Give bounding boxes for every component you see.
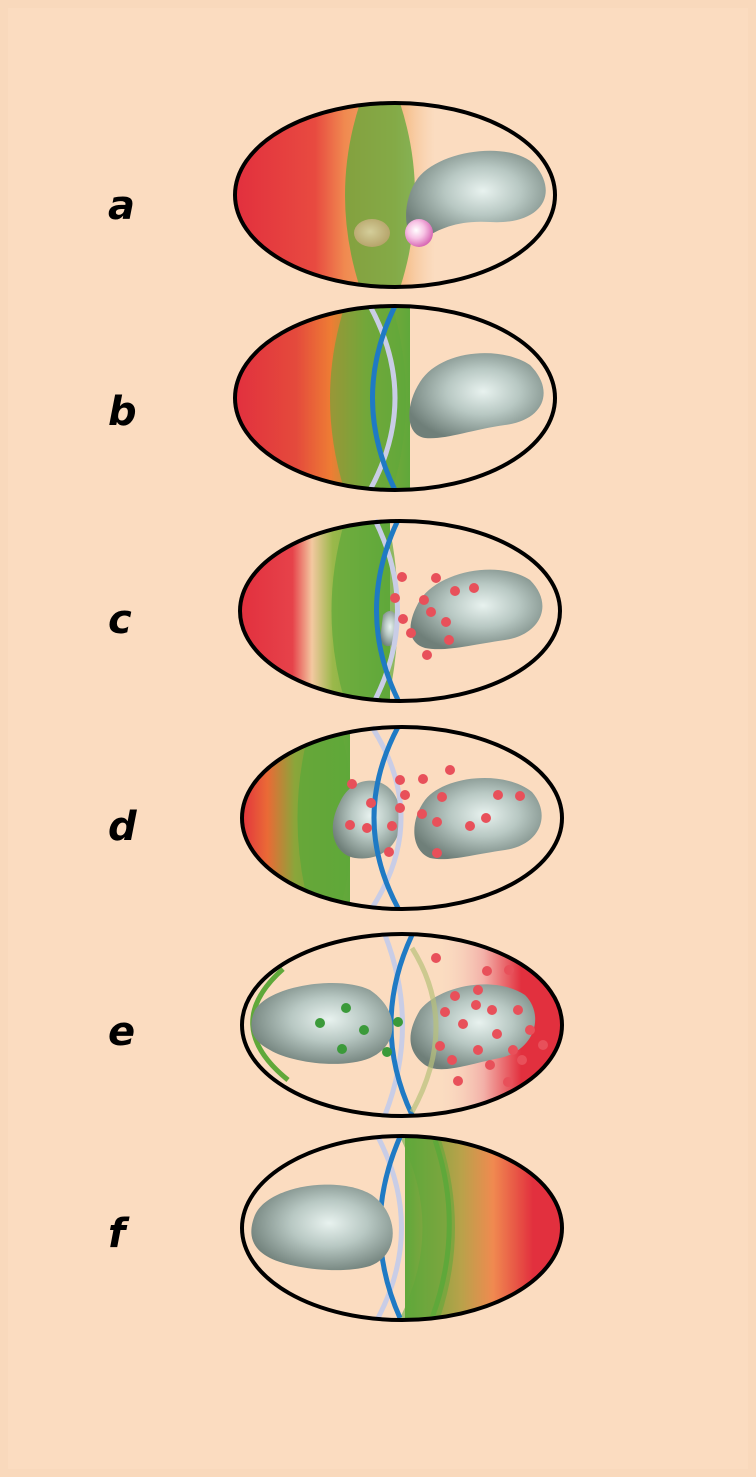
cell-b [235,305,555,495]
cell-d [240,725,562,915]
nucleus-f [251,1185,392,1271]
cell-c [240,520,560,705]
spindle-a [345,103,415,288]
pink-body-a [405,219,433,247]
centrosome-a [354,219,390,247]
nucleus-b [409,353,543,438]
cell-a [235,100,555,290]
cell-e [242,934,565,1120]
cell-f [242,1135,565,1325]
